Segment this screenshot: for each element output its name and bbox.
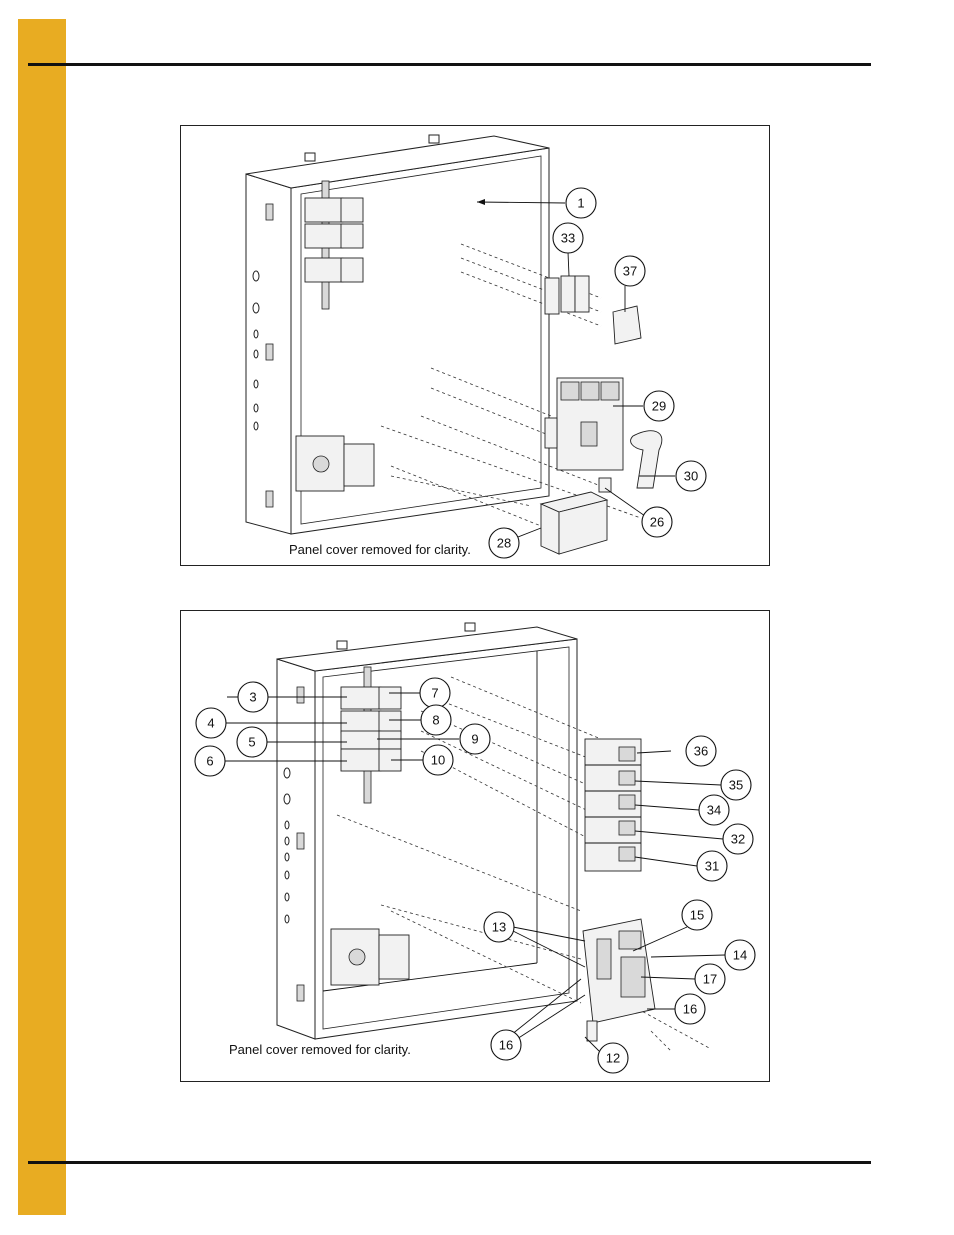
svg-text:8: 8 bbox=[432, 713, 439, 728]
callout-33: 33 bbox=[552, 222, 584, 254]
main-breaker-29 bbox=[544, 377, 624, 471]
svg-text:34: 34 bbox=[707, 803, 721, 818]
svg-text:6: 6 bbox=[206, 754, 213, 769]
drive-module-top bbox=[295, 435, 375, 492]
svg-text:35: 35 bbox=[729, 778, 743, 793]
callout-29: 29 bbox=[643, 390, 675, 422]
callout-28: 28 bbox=[488, 527, 520, 559]
drive-module-bottom bbox=[330, 928, 410, 986]
svg-text:3: 3 bbox=[249, 690, 256, 705]
callout-12: 12 bbox=[597, 1042, 629, 1074]
svg-text:1: 1 bbox=[577, 196, 584, 211]
callout-9: 9 bbox=[459, 723, 491, 755]
callout-5: 5 bbox=[236, 726, 268, 758]
callout-32: 32 bbox=[722, 823, 754, 855]
callout-37: 37 bbox=[614, 255, 646, 287]
svg-text:4: 4 bbox=[207, 716, 214, 731]
svg-text:26: 26 bbox=[650, 515, 664, 530]
svg-text:13: 13 bbox=[492, 920, 506, 935]
svg-text:17: 17 bbox=[703, 972, 717, 987]
callout-34: 34 bbox=[698, 794, 730, 826]
callout-8: 8 bbox=[420, 704, 452, 736]
svg-text:31: 31 bbox=[705, 859, 719, 874]
callout-7: 7 bbox=[419, 677, 451, 709]
svg-text:32: 32 bbox=[731, 832, 745, 847]
figure-caption-top: Panel cover removed for clarity. bbox=[289, 542, 471, 557]
contactor-stack-bottom bbox=[340, 666, 402, 804]
callout-26: 26 bbox=[641, 506, 673, 538]
terminal-blocks-33 bbox=[544, 275, 590, 315]
svg-text:7: 7 bbox=[431, 686, 438, 701]
end-cover-37 bbox=[612, 305, 642, 345]
svg-text:30: 30 bbox=[684, 469, 698, 484]
callout-14: 14 bbox=[724, 939, 756, 971]
callout-15: 15 bbox=[681, 899, 713, 931]
controller-board-12-17 bbox=[582, 918, 656, 1042]
svg-text:9: 9 bbox=[471, 732, 478, 747]
svg-text:37: 37 bbox=[623, 264, 637, 279]
svg-text:33: 33 bbox=[561, 231, 575, 246]
callout-10: 10 bbox=[422, 744, 454, 776]
figure-bottom-drawing: 3 7 4 8 5 9 6 10 36 35 34 32 31 13 15 14… bbox=[194, 622, 756, 1074]
contactor-stack-top bbox=[304, 180, 364, 310]
callout-17: 17 bbox=[694, 963, 726, 995]
bracket-26 bbox=[598, 477, 612, 493]
svg-text:16: 16 bbox=[499, 1038, 513, 1053]
leader-lines-top bbox=[476, 199, 675, 543]
callout-31: 31 bbox=[696, 850, 728, 882]
svg-text:28: 28 bbox=[497, 536, 511, 551]
svg-text:16: 16 bbox=[683, 1002, 697, 1017]
footer-rule bbox=[28, 1161, 871, 1164]
figure-caption-bottom: Panel cover removed for clarity. bbox=[229, 1042, 411, 1057]
callout-1: 1 bbox=[565, 187, 597, 219]
breaker-row-31-36 bbox=[584, 738, 642, 872]
callout-35: 35 bbox=[720, 769, 752, 801]
callout-36: 36 bbox=[685, 735, 717, 767]
callout-6: 6 bbox=[194, 745, 226, 777]
mounting-lines-bottom bbox=[336, 676, 712, 1052]
callout-30: 30 bbox=[675, 460, 707, 492]
callout-16-right: 16 bbox=[674, 993, 706, 1025]
svg-text:14: 14 bbox=[733, 948, 747, 963]
figure-panel-exploded-top: 1 33 37 29 30 26 28 Panel cover removed … bbox=[180, 125, 770, 566]
svg-text:5: 5 bbox=[248, 735, 255, 750]
header-rule bbox=[28, 63, 871, 66]
figure-panel-exploded-bottom: 3 7 4 8 5 9 6 10 36 35 34 32 31 13 15 14… bbox=[180, 610, 770, 1082]
operating-handle-30 bbox=[630, 430, 663, 489]
side-color-bar bbox=[18, 19, 66, 1215]
enclosure-top bbox=[245, 134, 550, 535]
svg-text:15: 15 bbox=[690, 908, 704, 923]
junction-box-28 bbox=[539, 491, 609, 555]
figure-top-drawing: 1 33 37 29 30 26 28 bbox=[245, 134, 707, 559]
svg-text:10: 10 bbox=[431, 753, 445, 768]
svg-text:36: 36 bbox=[694, 744, 708, 759]
callout-13: 13 bbox=[483, 911, 515, 943]
callout-3: 3 bbox=[237, 681, 269, 713]
svg-text:29: 29 bbox=[652, 399, 666, 414]
callout-4: 4 bbox=[195, 707, 227, 739]
svg-text:12: 12 bbox=[606, 1051, 620, 1066]
callout-16-left: 16 bbox=[490, 1029, 522, 1061]
